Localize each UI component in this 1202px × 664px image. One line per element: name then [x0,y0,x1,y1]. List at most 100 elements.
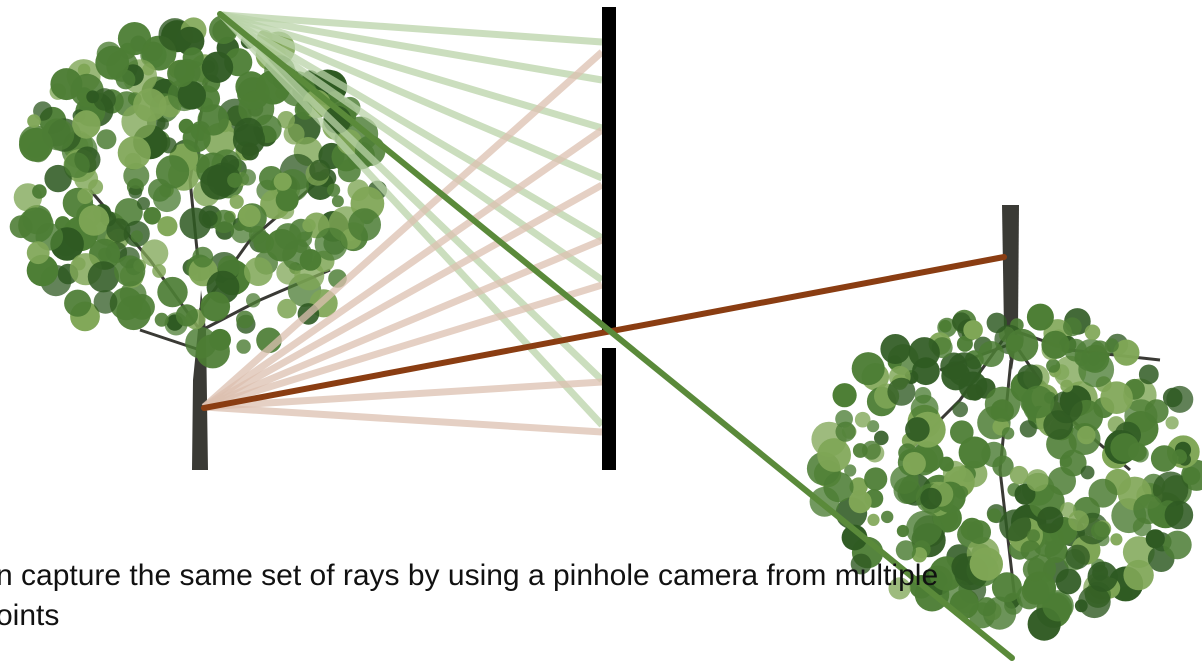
upright-tree-leaf-cluster [236,339,251,354]
upright-tree-leaf-cluster [44,164,72,193]
upright-tree-leaf-cluster [192,246,214,268]
inverted-tree-leaf-cluster [1042,590,1074,622]
upright-tree-leaf-cluster [244,257,273,286]
inverted-tree-leaf-cluster [1001,427,1015,440]
faint-brown-ray [203,378,603,411]
inverted-tree-leaf-cluster [1059,454,1073,468]
upright-tree-leaf-cluster [220,154,240,174]
upright-tree-leaf-cluster [114,255,146,287]
upright-tree-leaf-cluster [302,218,316,233]
inverted-tree-leaf-cluster [1027,529,1040,543]
inverted-tree-leaf-cluster [906,510,942,547]
upright-tree-leaf-cluster [88,179,104,195]
upright-tree-leaf-cluster [233,117,264,148]
inverted-tree-leaf-cluster [1088,478,1118,508]
upright-tree-leaf-cluster [348,208,381,242]
upright-tree-leaf-cluster [327,183,341,197]
inverted-tree-leaf-cluster [969,547,1003,581]
inverted-tree-leaf-cluster [1021,577,1050,605]
inverted-tree-leaf-cluster [1110,533,1123,546]
upright-tree-leaf-cluster [72,110,101,139]
faint-brown-ray [202,127,604,410]
upright-tree-leaf-cluster [157,276,188,308]
inverted-tree-leaf-cluster [1044,539,1068,563]
inverted-tree-leaf-cluster [1020,540,1041,561]
upright-tree-leaf-cluster [156,117,169,130]
inverted-tree-leaf-cluster [1065,544,1090,569]
inverted-tree-leaf-cluster [984,386,1021,422]
upright-tree-leaf-cluster [93,88,116,111]
faint-green-ray [221,11,603,84]
upright-tree-leaf-cluster [182,124,211,153]
inverted-tree-leaf-cluster [1005,328,1039,362]
inverted-tree-leaf-cluster [1077,425,1096,445]
upright-tree-leaf-cluster [200,291,231,322]
upright-tree [9,15,387,470]
bold-green-ray [217,11,1015,661]
inverted-tree-leaf-cluster [1055,568,1082,595]
inverted-tree-leaf-cluster [1014,483,1036,505]
inverted-tree-leaf-cluster [1152,471,1189,508]
inverted-tree-leaf-cluster [1009,465,1029,485]
upright-tree-leaf-cluster [64,152,90,178]
inverted-tree-leaf-cluster [1078,351,1115,388]
upright-tree-leaf-cluster [50,68,83,101]
upright-tree-leaf-cluster [182,47,204,69]
inverted-tree-leaf-cluster [1080,465,1095,480]
upright-tree-leaf-cluster [116,295,151,331]
upright-tree-leaf-cluster [148,178,172,202]
upright-tree-leaf-cluster [179,207,212,240]
faint-brown-ray [202,281,604,411]
inverted-tree-leaf-cluster [848,490,872,514]
inverted-tree-leaf-cluster [887,377,916,406]
inverted-tree-leaf-cluster [963,320,983,340]
upright-tree-leaf-cluster [241,142,259,161]
inverted-tree-leaf-cluster [1022,557,1047,582]
inverted-tree-leaf-cluster [896,524,910,538]
upright-tree-leaf-cluster [309,159,331,181]
upright-tree-leaf-cluster [331,195,344,208]
upright-tree-leaf-cluster [117,136,151,170]
upright-tree-leaf-cluster [106,218,131,243]
inverted-tree-leaf-cluster [835,421,856,442]
inverted-tree-leaf-cluster [905,417,930,442]
inverted-tree-leaf-cluster [1113,339,1140,366]
upright-tree-leaf-cluster [42,118,75,151]
inverted-tree-leaf-cluster [954,485,969,500]
faint-brown-ray [201,49,605,410]
inverted-tree-leaf-cluster [817,438,851,472]
upright-tree-leaf-cluster [143,207,161,225]
inverted-tree-leaf-cluster [1123,559,1154,591]
upright-tree-leaf-cluster [347,179,370,201]
inverted-tree-leaf-cluster [1078,585,1111,619]
inverted-tree-leaf-cluster [1047,467,1076,496]
upright-tree-leaf-cluster [248,225,267,244]
barrier-upper [602,7,616,330]
faint-brown-ray [202,181,604,411]
upright-tree-leaf-cluster [117,21,152,56]
inverted-tree-leaf-cluster [1017,364,1043,390]
upright-tree-leaf-cluster [229,194,244,209]
inverted-tree-leaf-cluster [1068,510,1089,532]
upright-tree-leaf-cluster [130,230,143,243]
inverted-tree-leaf-cluster [991,572,1022,603]
inverted-tree-leaf-cluster [880,334,911,364]
inverted-tree-leaf-cluster [902,452,926,476]
inverted-tree-leaf-cluster [920,487,942,510]
inverted-tree-leaf-cluster [1162,387,1183,408]
inverted-tree-leaf-cluster [983,596,1017,630]
inverted-tree-leaf-cluster [867,420,880,433]
inverted-tree-leaf-cluster [861,440,881,460]
upright-tree-leaf-cluster [227,172,243,188]
pinhole-barrier [602,7,616,470]
upright-tree-leaf-cluster [93,290,118,314]
inverted-tree-leaf-cluster [908,337,940,369]
upright-tree-leaf-cluster [273,172,292,191]
upright-tree-leaf-cluster [283,123,305,145]
upright-tree-leaf-cluster [26,241,50,265]
inverted-tree-leaf-cluster [967,520,991,545]
inverted-tree [806,205,1202,641]
upright-tree-leaf-cluster [209,328,232,351]
upright-tree-leaf-cluster [27,114,41,128]
